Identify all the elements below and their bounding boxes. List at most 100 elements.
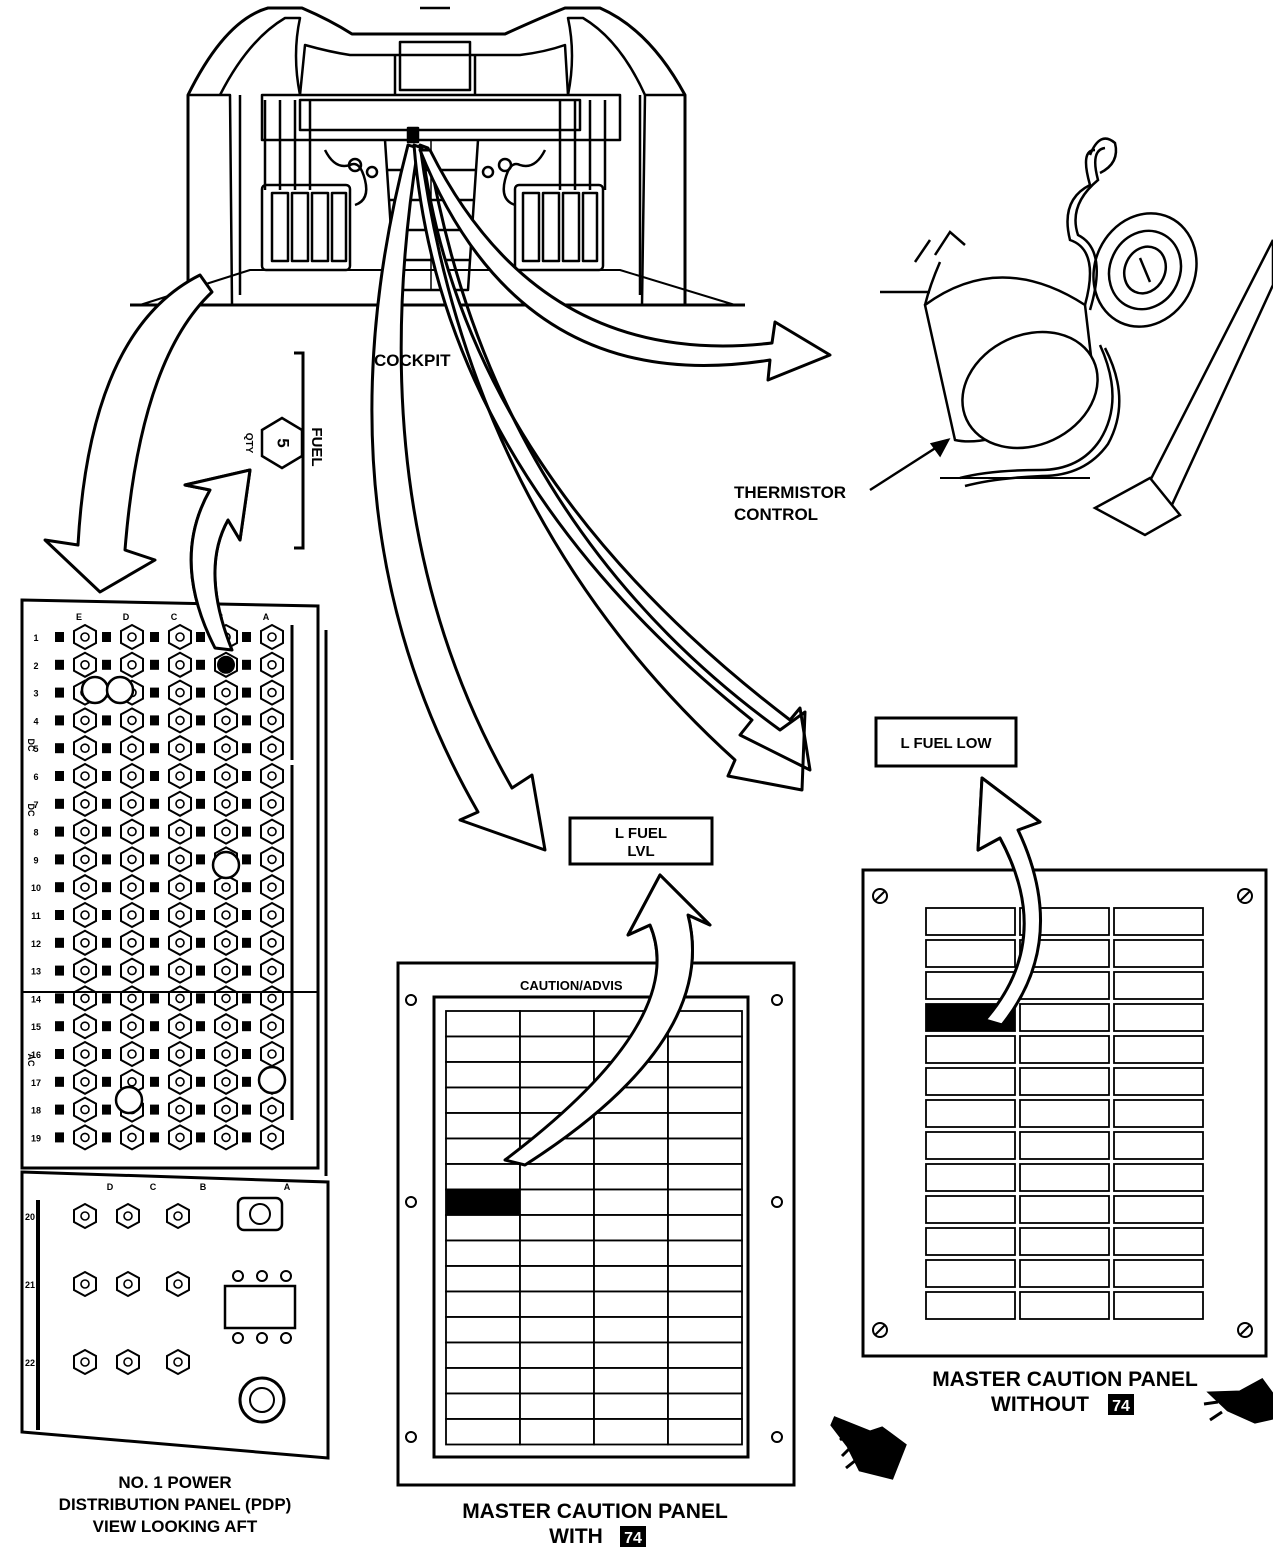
transformer [225,1286,295,1328]
breaker-tag [55,938,64,948]
breaker-tag [150,993,159,1003]
breaker-tag [55,771,64,781]
caution-cell [926,940,1015,967]
breaker-tag [196,993,205,1003]
breaker-tag [150,882,159,892]
qty-label: QTY [243,433,254,454]
relay [213,852,239,878]
caution-cell [668,1343,742,1369]
caution-cell [594,1139,668,1165]
cockpit-label: COCKPIT [374,351,451,370]
breaker-tag [55,993,64,1003]
pdp-row-label: 9 [33,855,38,865]
breaker-tag [242,910,251,920]
breaker-tag [196,799,205,809]
l-fuel-lvl-line1: L FUEL [615,825,667,842]
caution-cell [668,1419,742,1445]
caution-cell [520,1164,594,1190]
breaker-tag [242,1021,251,1031]
breaker-tag [196,660,205,670]
caution-cell [668,1011,742,1037]
caution-cell [446,1215,520,1241]
caution-cell [926,1228,1015,1255]
breaker-tag [242,799,251,809]
caution-cell [594,1241,668,1267]
caution-cell [446,1011,520,1037]
breaker-tag [196,1021,205,1031]
caution-cell [446,1164,520,1190]
l-fuel-low-text: L FUEL LOW [900,735,992,752]
caution-cell [1114,1260,1203,1287]
thermistor-label-line1: THERMISTOR [734,483,846,502]
breaker-tag [150,938,159,948]
breaker-tag [55,1021,64,1031]
breaker-tag [102,938,111,948]
panel-without-caption: MASTER CAUTION PANEL WITHOUT 74 [932,1368,1198,1416]
caution-cell [594,1113,668,1139]
breaker-tag [55,799,64,809]
breaker-tag [196,1049,205,1059]
relay [116,1087,142,1113]
pdp-caption-line1: NO. 1 POWER [118,1473,231,1492]
caution-cell [668,1266,742,1292]
pdp-row-label: 22 [25,1358,35,1368]
caution-cell [668,1037,742,1063]
breaker-tag [242,827,251,837]
caution-cell [1020,1228,1109,1255]
caution-cell [446,1088,520,1114]
caution-cell [668,1139,742,1165]
caution-cell [1020,1036,1109,1063]
pdp-row-label: 10 [31,883,41,893]
master-caution-panel-with: CAUTION/ADVIS [398,963,794,1485]
caution-cell [1114,1292,1203,1319]
breaker-tag [242,938,251,948]
caution-cell [520,1037,594,1063]
breaker-tag [242,1105,251,1115]
arrow-cockpit-to-panel-with [372,145,545,850]
breaker-tag [196,743,205,753]
caution-cell [594,1215,668,1241]
caution-cell [446,1419,520,1445]
caution-cell [1020,1100,1109,1127]
breaker-tag [242,688,251,698]
breaker-tag [150,799,159,809]
caution-cell [668,1215,742,1241]
breaker-tag [150,1105,159,1115]
breaker-tag [55,910,64,920]
breaker-tag [196,632,205,642]
caution-cell-highlighted [446,1190,520,1216]
pdp-row-label: 14 [31,994,41,1004]
breaker-tag [196,910,205,920]
breaker-tag [242,966,251,976]
caution-cell [446,1343,520,1369]
breaker-tag [196,1105,205,1115]
pdp-row-label: 6 [33,772,38,782]
breaker-tag [196,1132,205,1142]
breaker-tag [102,966,111,976]
caution-cell [520,1368,594,1394]
panel-without-caption-line1: MASTER CAUTION PANEL [932,1368,1198,1391]
breaker-tag [150,854,159,864]
caution-cell [1114,1164,1203,1191]
caution-cell [926,908,1015,935]
breaker-tag [102,743,111,753]
breaker-tag [102,771,111,781]
pdp-row-label: 3 [33,689,38,699]
breaker-tag [55,854,64,864]
caution-cell [926,1260,1015,1287]
breaker-tag [102,632,111,642]
breaker-tag [55,1077,64,1087]
caution-cell [520,1011,594,1037]
breaker-tag [242,854,251,864]
effectivity-code: 74 [1112,1398,1130,1415]
panel-with-caption-line2: WITH [549,1525,603,1548]
caution-cell [926,1292,1015,1319]
fuel-qty-breaker-detail: 5 QTY FUEL [243,353,328,548]
l-fuel-lvl-box: L FUEL LVL [570,818,712,864]
pointing-hand-icon [832,1418,905,1478]
breaker-tag [102,1021,111,1031]
breaker-tag [102,1105,111,1115]
caution-cell [1020,972,1109,999]
breaker-tag [242,1132,251,1142]
caution-cell [594,1266,668,1292]
